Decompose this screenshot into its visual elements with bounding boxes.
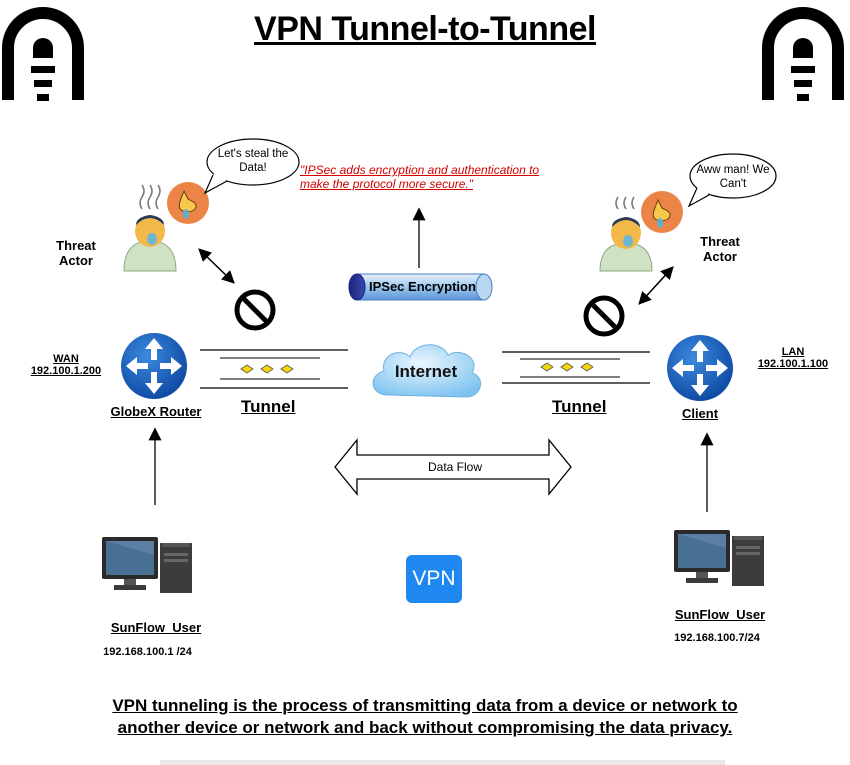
computer-icon-left (102, 537, 192, 593)
ipsec-label: IPSec Encryption (369, 279, 476, 294)
wan-title: WAN (53, 353, 79, 365)
bottom-scroll-bar (160, 760, 725, 765)
vpn-badge: VPN (406, 555, 462, 603)
threat-actor-line1-right: Threat (700, 234, 740, 249)
threat-actor-icon-left (123, 184, 177, 272)
router-icon-right (667, 335, 733, 401)
internet-label: Internet (394, 362, 458, 381)
wan-ip: 192.100.1.200 (30, 365, 102, 377)
ipsec-quote: "IPSec adds encryption and authenticatio… (300, 163, 540, 191)
user-ip-right: 192.168.100.7/24 (674, 632, 760, 644)
data-flow-label: Data Flow (427, 460, 483, 474)
speech-bubble-left: Let's steal the Data! (203, 137, 301, 197)
threat-actor-line1-left: Threat (56, 238, 96, 253)
footer-line1: VPN tunneling is the process of transmit… (112, 696, 738, 715)
no-entry-icon-left (234, 289, 276, 331)
speech-text-right: Aww man! We Can't (696, 164, 770, 190)
footer-line2: another device or network and back witho… (117, 718, 733, 737)
speech-bubble-icon (687, 153, 777, 208)
cloud-icon (372, 344, 481, 398)
ipsec-cylinder-icon (348, 273, 493, 301)
ipsec-cylinder: IPSec Encryption (347, 273, 493, 301)
emotion-icon-right (641, 191, 683, 233)
user-label-left: SunFlow_User (110, 620, 202, 635)
no-entry-icon-right (583, 295, 625, 337)
wan-label: WAN 192.100.1.200 (22, 353, 110, 377)
tunnel-icon-left (1, 7, 84, 101)
threat-actor-icon-right (599, 196, 653, 272)
speech-bubble-right: Aww man! We Can't (687, 152, 779, 210)
threat-actor-line2-left: Actor (59, 253, 93, 268)
user-ip-left: 192.168.100.1 /24 (103, 646, 192, 658)
client-label: Client (681, 406, 719, 421)
lan-ip: 192.100.1.100 (757, 358, 829, 370)
threat-actor-line2-right: Actor (703, 249, 737, 264)
footer-caption: VPN tunneling is the process of transmit… (0, 695, 850, 739)
tunnel-icon-right (762, 7, 844, 101)
tunnel-packets-right (540, 362, 594, 372)
lan-label: LAN 192.100.1.100 (748, 346, 838, 370)
user-label-right: SunFlow_User (674, 607, 766, 622)
tunnel-label-left: Tunnel (241, 397, 296, 416)
threat-actor-label-right: Threat Actor (684, 234, 756, 264)
emotion-icon-left (167, 182, 209, 224)
internet-cloud: Internet (366, 335, 486, 405)
speech-bubble-icon (203, 138, 300, 195)
speech-text-left: Let's steal the Data! (217, 148, 289, 174)
tunnel-packets-left (240, 364, 294, 374)
computer-icon-right (674, 530, 764, 586)
tunnel-label-right: Tunnel (552, 397, 607, 416)
threat-actor-label-left: Threat Actor (40, 238, 112, 268)
router-icon-left (121, 333, 187, 399)
router-label: GlobeX Router (110, 404, 202, 419)
lan-title: LAN (781, 346, 805, 358)
page-title: VPN Tunnel-to-Tunnel (254, 10, 596, 48)
